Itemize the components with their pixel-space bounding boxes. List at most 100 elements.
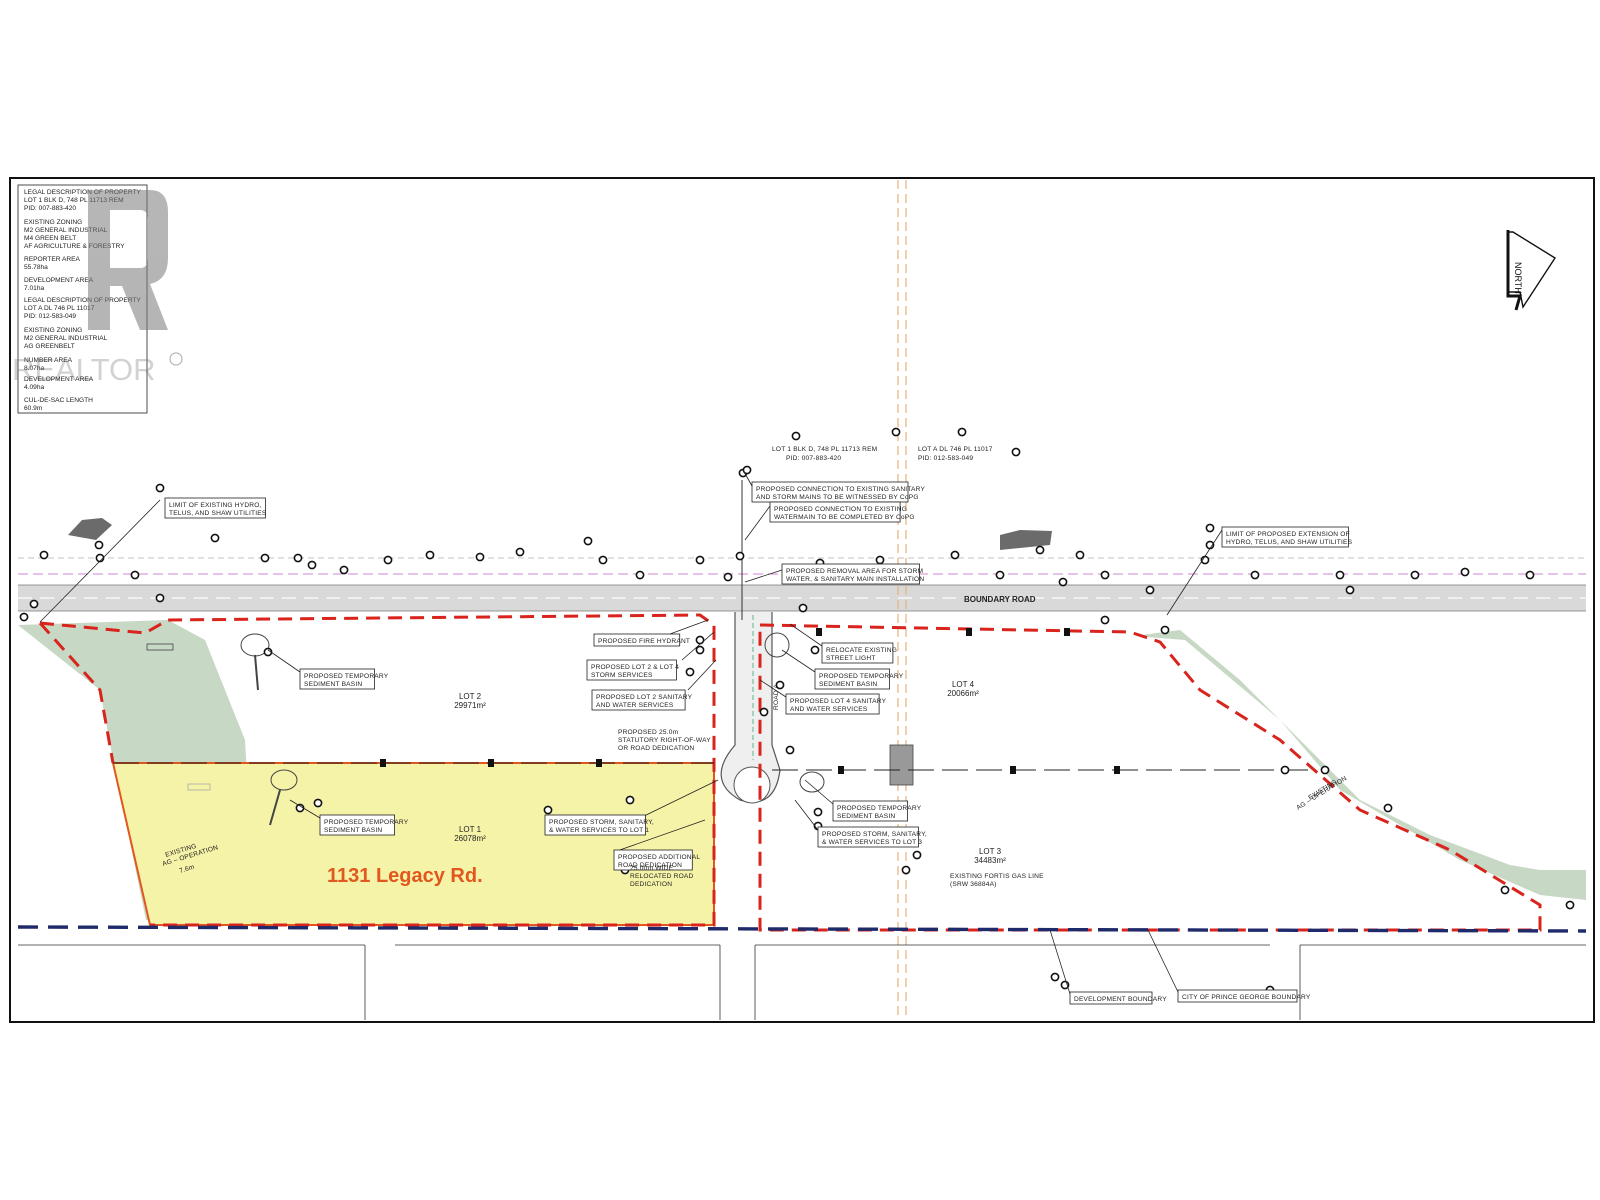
survey-node-marker	[1075, 550, 1085, 560]
callout-text: & WATER SERVICES TO LOT 3	[822, 839, 922, 846]
callout-services-3: PROPOSED STORM, SANITARY,& WATER SERVICE…	[794, 799, 927, 848]
callout-box	[832, 800, 908, 822]
existing-structure-east	[1000, 530, 1052, 550]
survey-node-marker	[912, 850, 922, 860]
survey-node-marker	[1280, 765, 1290, 775]
callout-text: PROPOSED ADDITIONAL	[618, 854, 700, 861]
callout-text: PROPOSED TEMPORARY	[837, 805, 922, 812]
adjacent-parcel-lines	[18, 944, 1586, 1020]
legend-dev-area-value-2: 4.09ha	[24, 384, 45, 391]
survey-node-marker	[798, 603, 808, 613]
callout-box	[769, 501, 901, 523]
legend-number-area-heading: NUMBER AREA	[24, 357, 73, 364]
realtor-wordmark: REALTOR	[12, 352, 156, 387]
road-a-label: ROAD A	[773, 683, 780, 710]
survey-node-marker	[1383, 803, 1393, 813]
lot-1-parcel[interactable]	[111, 762, 715, 926]
callout-leader	[742, 469, 753, 487]
sediment-basin-icons	[146, 632, 825, 826]
survey-node-marker	[1565, 900, 1575, 910]
callout-water-conn: PROPOSED CONNECTION TO EXISTINGWATERMAIN…	[744, 501, 915, 541]
callout-text: HYDRO, TELUS, AND SHAW UTILITIES	[1226, 539, 1353, 546]
callout-text: PROPOSED LOT 2 & LOT 4	[591, 664, 679, 671]
north-label: NORTH	[1513, 262, 1523, 294]
callout-text: STORM SERVICES	[591, 672, 653, 679]
survey-node-marker	[723, 572, 733, 582]
legend-zoning-heading-1: EXISTING ZONING	[24, 219, 82, 226]
lot-3-name: LOT 3	[979, 847, 1002, 856]
callout-box	[781, 563, 920, 585]
callout-text: PROPOSED STORM, SANITARY,	[549, 819, 654, 826]
callout-text: & WATER SERVICES TO LOT 1	[549, 827, 649, 834]
callout-text: PROPOSED TEMPORARY	[304, 673, 389, 680]
green-buffer-right	[1135, 630, 1586, 900]
callout-leader	[759, 679, 787, 698]
survey-node-marker	[293, 553, 303, 563]
callout-text: STREET LIGHT	[826, 655, 876, 662]
road-a-cul-de-sac	[720, 612, 781, 803]
survey-node-marker	[957, 427, 967, 437]
legend-legal-pid-1: PID: 007-883-420	[24, 205, 76, 212]
callout-leader	[613, 819, 706, 853]
callout-box	[164, 497, 266, 519]
callout-text: DEDICATION	[630, 881, 672, 888]
callout-text: 25.00m WIDE	[630, 865, 674, 872]
callout-text: PROPOSED LOT 2 SANITARY	[596, 694, 693, 701]
callout-city-boundary: CITY OF PRINCE GEORGE BOUNDARY	[1147, 929, 1311, 1003]
callout-text: SEDIMENT BASIN	[304, 681, 362, 688]
survey-node-marker	[313, 798, 323, 808]
callout-text: AND WATER SERVICES	[596, 702, 674, 709]
callout-box	[1069, 991, 1153, 1005]
callout-text: PROPOSED CONNECTION TO EXISTING SANITARY	[756, 486, 925, 493]
survey-node-marker	[95, 553, 105, 563]
callout-text: RELOCATE EXISTING	[826, 647, 897, 654]
realtor-watermark: REALTOR	[12, 190, 183, 387]
parcel-title-left-2: PID: 007-883-420	[786, 455, 841, 462]
survey-node-marker	[1145, 585, 1155, 595]
legend-dev-area-heading: DEVELOPMENT AREA	[24, 277, 94, 284]
survey-node-marker	[155, 483, 165, 493]
survey-node-marker	[635, 570, 645, 580]
survey-node-marker	[759, 707, 769, 717]
callout-leader	[1166, 529, 1223, 616]
survey-node-marker	[695, 555, 705, 565]
legend-legal-line-2: LOT A DL 746 PL 11017	[24, 305, 95, 312]
legend-zoning-1a: M2 GENERAL INDUSTRIAL	[24, 227, 108, 234]
survey-node-marker	[19, 612, 29, 622]
survey-node-marker	[1035, 545, 1045, 555]
legend-legal-heading-2: LEGAL DESCRIPTION OF PROPERTY	[24, 297, 141, 304]
legend-zoning-heading-2: EXISTING ZONING	[24, 327, 82, 334]
legend-legal-line-1: LOT 1 BLK D, 748 PL 11713 REM	[24, 197, 124, 204]
callout-box	[1221, 526, 1349, 548]
legend-zoning-1b: M4 GREEN BELT	[24, 235, 76, 242]
legend-legal-heading-1: LEGAL DESCRIPTION OF PROPERTY	[24, 189, 141, 196]
callout-text: PROPOSED TEMPORARY	[819, 673, 904, 680]
callout-text: PROPOSED LOT 4 SANITARY	[790, 698, 887, 705]
survey-node-marker	[29, 599, 39, 609]
survey-node-marker	[785, 745, 795, 755]
lot-4-area: 20066m²	[947, 689, 979, 698]
survey-node-marker	[339, 565, 349, 575]
gas-line-crossing	[889, 744, 914, 786]
callout-box	[593, 633, 681, 647]
survey-node-marker	[210, 533, 220, 543]
survey-node-marker	[810, 645, 820, 655]
callout-box	[591, 689, 686, 711]
callout-leader	[1049, 929, 1071, 995]
survey-node-marker	[1205, 523, 1215, 533]
survey-node-marker	[695, 645, 705, 655]
callout-text: EXISTING FORTIS GAS LINE	[950, 873, 1044, 880]
callout-leader	[639, 779, 719, 819]
parcel-title-right-2: PID: 012-583-049	[918, 455, 973, 462]
survey-node-marker	[1100, 570, 1110, 580]
callout-leader	[1147, 929, 1179, 993]
lot-2-name: LOT 2	[459, 692, 482, 701]
